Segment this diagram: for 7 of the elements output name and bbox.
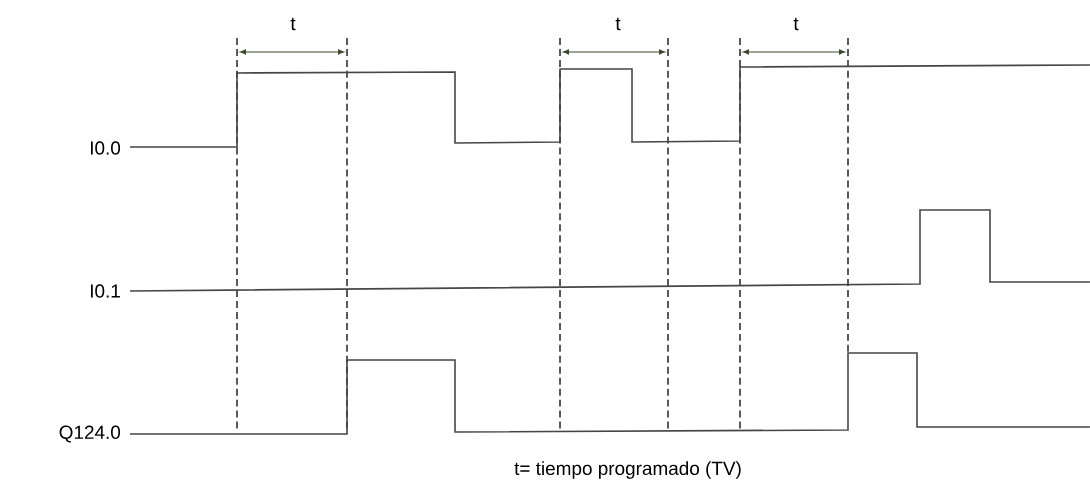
dimension-label: t <box>290 17 296 31</box>
signal-label: I0.0 <box>91 141 121 155</box>
caption: t= tiempo programado (TV) <box>514 461 741 479</box>
dimension-label: t <box>615 17 621 31</box>
signal-label: Q124.0 <box>59 425 121 443</box>
dimension-label: t <box>793 17 799 31</box>
signal-label: I0.1 <box>91 284 120 298</box>
